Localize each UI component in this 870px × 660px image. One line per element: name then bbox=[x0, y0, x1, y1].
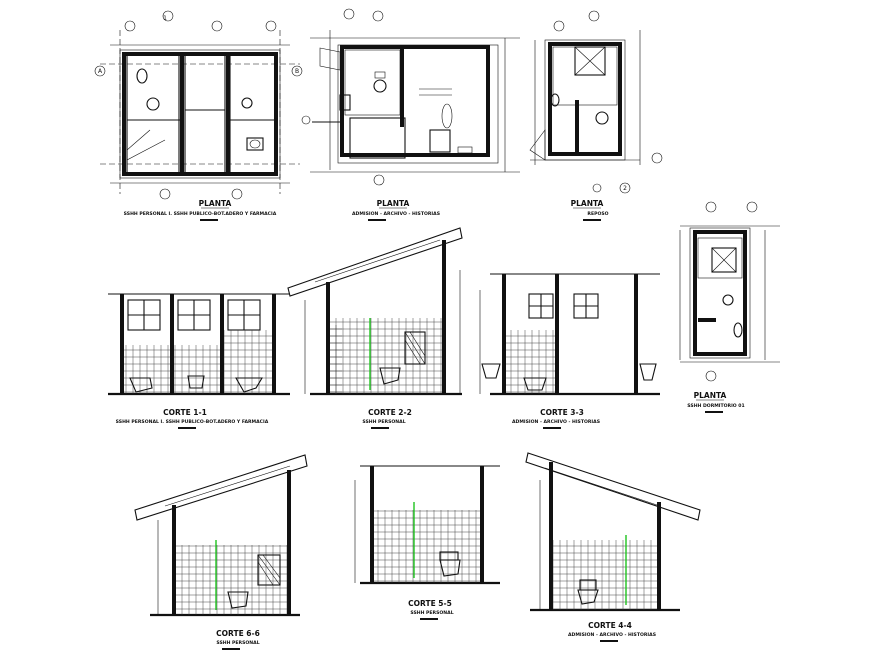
plan-4-title: PLANTA bbox=[694, 391, 727, 400]
axis-label: B bbox=[295, 68, 299, 75]
section-corte-1-1 bbox=[108, 293, 290, 396]
plan-sshh-personal-publico: 1 A B bbox=[94, 10, 303, 200]
plan-admision-archivo bbox=[301, 8, 520, 186]
section-6-subtitle: SSHH PERSONAL bbox=[216, 640, 259, 646]
section-1-subtitle: SSHH PERSONAL I. SSHH PUBLICO-BOT.ADERO … bbox=[116, 419, 269, 425]
section-4-title: CORTE 4-4 bbox=[588, 621, 632, 630]
section-4-subtitle: ADMISION - ARCHIVO - HISTORIAS bbox=[568, 632, 656, 638]
plan-2-title: PLANTA bbox=[377, 199, 410, 208]
plan-4-subtitle: SSHH DORMITORIO 01 bbox=[687, 403, 744, 409]
section-3-title: CORTE 3-3 bbox=[540, 408, 584, 417]
section-corte-5-5 bbox=[354, 465, 500, 585]
axis-label: 2 bbox=[623, 185, 627, 192]
plan-3-title: PLANTA bbox=[571, 199, 604, 208]
plan-1-title: PLANTA bbox=[199, 199, 232, 208]
section-corte-2-2 bbox=[287, 227, 463, 396]
plan-sshh-dormitorio bbox=[679, 201, 780, 382]
section-6-title: CORTE 6-6 bbox=[216, 629, 260, 638]
section-5-subtitle: SSHH PERSONAL bbox=[410, 610, 453, 616]
section-corte-6-6 bbox=[134, 454, 308, 617]
axis-label: A bbox=[98, 68, 103, 75]
section-corte-4-4 bbox=[525, 452, 701, 612]
section-2-title: CORTE 2-2 bbox=[368, 408, 412, 417]
plan-1-subtitle: SSHH PERSONAL I. SSHH PUBLICO-BOT.ADERO … bbox=[124, 211, 277, 217]
axis-label: 1 bbox=[163, 15, 167, 22]
section-3-subtitle: ADMISION - ARCHIVO - HISTORIAS bbox=[512, 419, 600, 425]
section-5-title: CORTE 5-5 bbox=[408, 599, 452, 608]
section-corte-3-3 bbox=[479, 273, 660, 396]
section-2-subtitle: SSHH PERSONAL bbox=[362, 419, 405, 425]
plan-3-subtitle: REPOSO bbox=[587, 211, 608, 217]
section-1-title: CORTE 1-1 bbox=[163, 408, 207, 417]
plan-reposo: 2 bbox=[529, 10, 663, 194]
plan-2-subtitle: ADMISION - ARCHIVO - HISTORIAS bbox=[352, 211, 440, 217]
